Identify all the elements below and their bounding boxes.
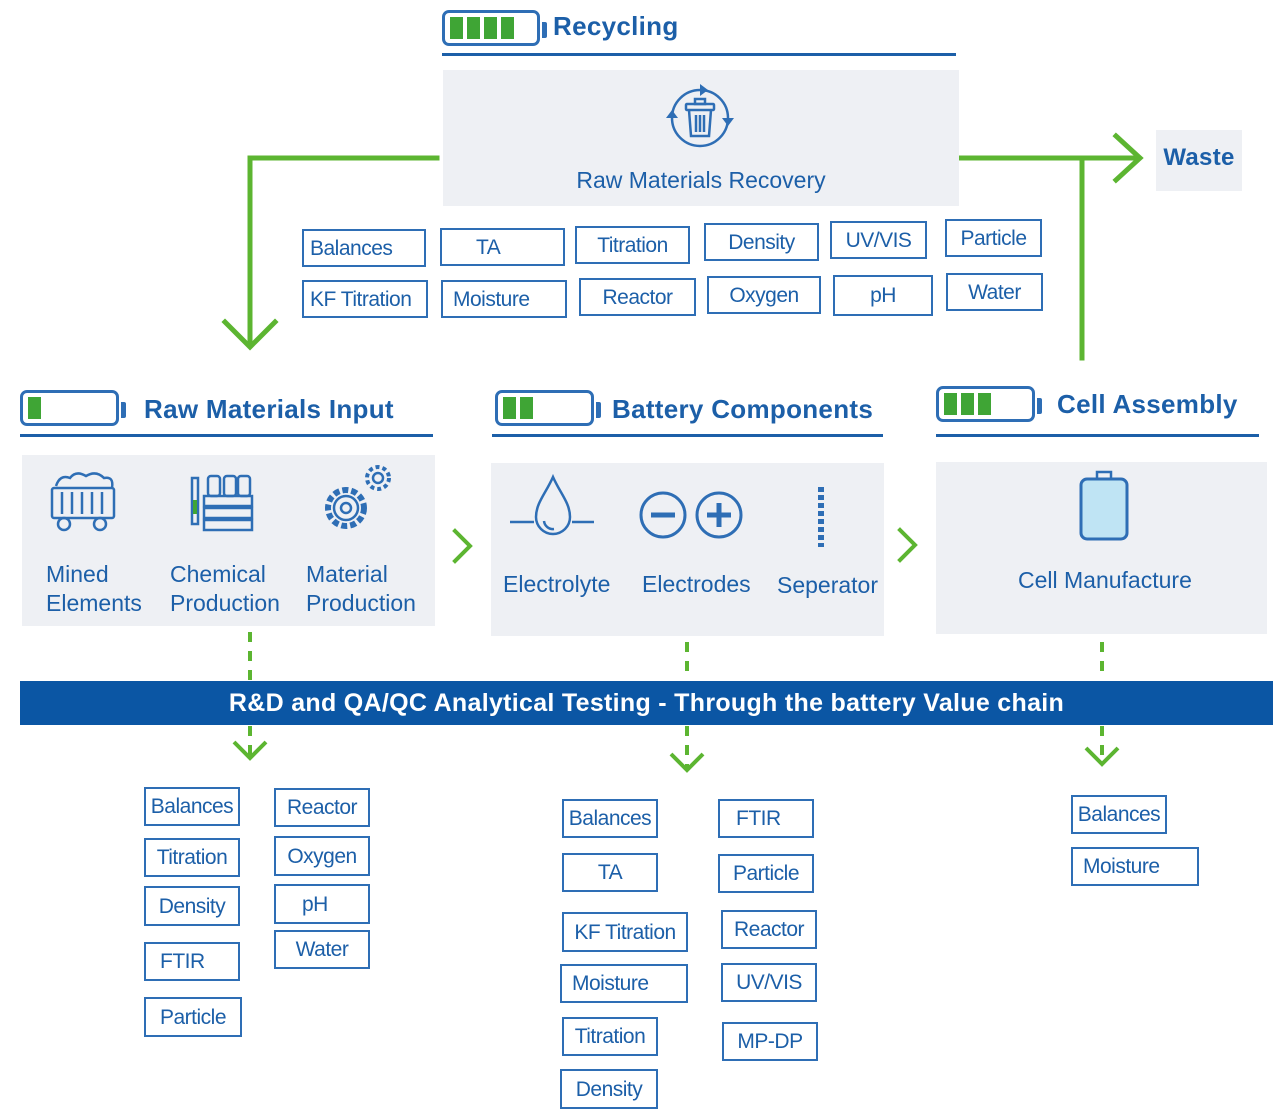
stage-underline xyxy=(20,434,433,437)
test-tag: KF Titration xyxy=(562,912,688,952)
test-tag: Reactor xyxy=(274,788,370,827)
analytical-testing-banner: R&D and QA/QC Analytical Testing - Throu… xyxy=(20,681,1273,725)
stage-title-raw-materials-input: Raw Materials Input xyxy=(144,394,394,424)
test-tag: TA xyxy=(562,853,658,892)
raw-materials-recovery-label: Raw Materials Recovery xyxy=(576,167,826,193)
test-tag: Balances xyxy=(1071,795,1167,834)
stage-item-separator: Seperator xyxy=(777,572,879,598)
waste-box xyxy=(1156,130,1242,191)
test-tag: FTIR xyxy=(144,942,240,981)
recycling-charge-battery-icon xyxy=(442,10,547,46)
stage-underline xyxy=(936,434,1259,437)
test-tag: pH xyxy=(274,884,370,924)
stage-item-cell-manufacture: Cell Manufacture xyxy=(1018,567,1192,593)
test-tag: Moisture xyxy=(441,280,567,318)
test-tag: Density xyxy=(560,1069,658,1109)
test-tag: KF Titration xyxy=(302,280,428,318)
test-tag: Reactor xyxy=(721,910,817,949)
stage-item-electrodes: Electrodes xyxy=(642,571,751,597)
test-tag: MP-DP xyxy=(722,1022,818,1061)
raw-materials-charge-battery-icon xyxy=(20,390,126,426)
waste-label: Waste xyxy=(1163,144,1235,171)
stage-item-electrolyte: Electrolyte xyxy=(503,571,611,597)
test-tag: Particle xyxy=(718,854,814,893)
test-tag: Moisture xyxy=(1071,847,1199,886)
stage-title-battery-components: Battery Components xyxy=(612,394,874,424)
test-tag: Balances xyxy=(144,787,240,826)
battery-components-charge-battery-icon xyxy=(495,390,601,426)
test-tag: UV/VIS xyxy=(721,963,817,1002)
test-tag: FTIR xyxy=(718,799,814,838)
stage-title-cell-assembly: Cell Assembly xyxy=(1057,389,1238,419)
test-tag: Water xyxy=(274,930,370,969)
recycle-bin-icon xyxy=(666,84,734,148)
test-tag: Water xyxy=(946,273,1043,311)
test-tag: Balances xyxy=(302,229,426,267)
minus-plus-icon xyxy=(639,491,743,539)
dotted-line-icon xyxy=(818,487,824,547)
test-tag: pH xyxy=(833,275,933,316)
mining-cart-icon xyxy=(50,472,116,532)
test-tag: Moisture xyxy=(560,964,688,1003)
test-tag: Reactor xyxy=(579,278,696,316)
stage-item-mined-elements: Mined Elements xyxy=(46,561,142,616)
test-tag: Density xyxy=(144,886,240,926)
test-tag: Titration xyxy=(575,226,690,264)
chemical-lab-icon xyxy=(190,474,254,532)
test-tag: Balances xyxy=(562,799,658,838)
stage-underline xyxy=(492,434,883,437)
test-tag: Oxygen xyxy=(274,836,370,876)
stage-item-material-production: Material Production xyxy=(306,561,416,616)
battery-cell-icon xyxy=(1079,470,1129,541)
test-tag: Oxygen xyxy=(707,276,821,314)
test-tag: TA xyxy=(440,228,565,266)
test-tag: Particle xyxy=(144,997,242,1037)
recycling-underline xyxy=(442,53,956,56)
test-tag: UV/VIS xyxy=(830,221,927,259)
stage-item-chemical-production: Chemical Production xyxy=(170,561,280,616)
test-tag: Density xyxy=(704,223,819,261)
test-tag: Titration xyxy=(144,838,240,877)
cell-assembly-charge-battery-icon xyxy=(936,386,1042,422)
droplet-icon xyxy=(510,473,594,536)
test-tag: Particle xyxy=(945,219,1042,257)
test-tag: Titration xyxy=(562,1017,658,1056)
recycling-title: Recycling xyxy=(553,11,679,41)
raw-materials-input-panel xyxy=(22,455,435,626)
gears-icon xyxy=(325,465,391,529)
